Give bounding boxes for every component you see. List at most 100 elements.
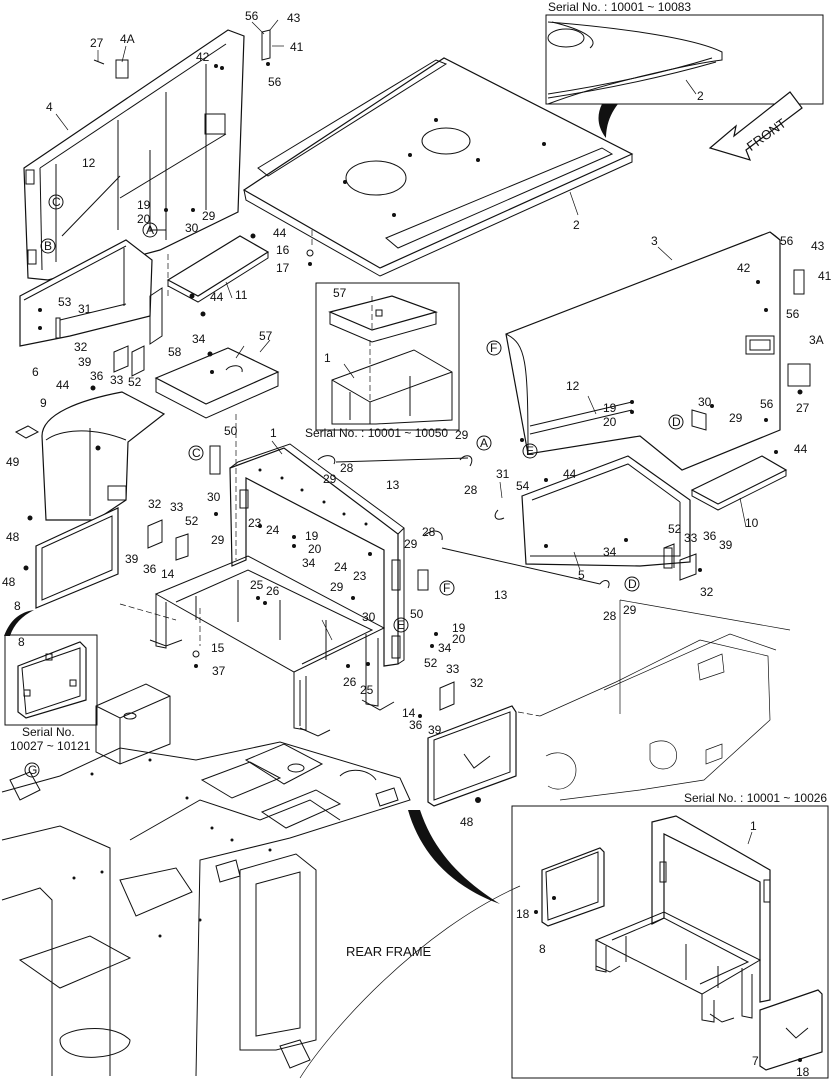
part-number: 49: [6, 455, 20, 469]
part-number: 56: [268, 75, 282, 89]
part-number: 25: [360, 683, 374, 697]
part-number-2: 2: [573, 218, 580, 232]
part-number: 32: [700, 585, 714, 599]
part-number: 48: [2, 575, 16, 589]
part-number: 33: [170, 500, 184, 514]
serial-note-top-right: Serial No. : 10001 ~ 10083: [548, 0, 691, 14]
rear-frame-structure: G: [1, 683, 411, 1077]
part-number: 16: [276, 243, 290, 257]
rear-frame-right: [539, 599, 791, 801]
part-number: 19: [137, 198, 151, 212]
part-number: 6: [32, 365, 39, 379]
part-number: 29: [211, 533, 225, 547]
part-number: 44: [273, 226, 287, 240]
part-number: 52: [668, 522, 682, 536]
part-number: 29: [404, 537, 418, 551]
part-number: 12: [82, 156, 96, 170]
part-number: 13: [386, 478, 400, 492]
part-number: 15: [211, 641, 225, 655]
part-number: 57: [259, 329, 273, 343]
part-number: 44: [210, 290, 224, 304]
rear-frame-label: REAR FRAME: [346, 944, 432, 959]
top-cover-panel: 2: [242, 57, 634, 277]
part-number: 24: [334, 560, 348, 574]
part-number: 44: [56, 378, 70, 392]
part-number: 42: [196, 50, 210, 64]
part-number: 17: [276, 261, 290, 275]
marker-e-2: E: [526, 444, 534, 458]
part-number: 24: [266, 523, 280, 537]
part-number: 1: [270, 426, 277, 440]
part-number: 50: [224, 424, 238, 438]
part-number: 48: [460, 815, 474, 829]
part-number: 18: [516, 907, 530, 921]
serial-note-left-1: Serial No.: [22, 725, 75, 739]
seat-cushion-57: [154, 347, 280, 419]
marker-b: B: [44, 239, 52, 253]
part-number: 34: [603, 545, 617, 559]
part-number: 52: [128, 375, 142, 389]
part-number: 19: [305, 529, 319, 543]
part-number: 32: [470, 676, 484, 690]
part-number: 39: [78, 355, 92, 369]
part-number: 57: [333, 286, 347, 300]
part-number: 20: [603, 415, 617, 429]
marker-c-1: C: [52, 195, 61, 209]
part-number: 26: [266, 584, 280, 598]
part-number: 1: [324, 351, 331, 365]
part-number: 23: [353, 569, 367, 583]
part-number: 36: [143, 562, 157, 576]
part-number: 33: [446, 662, 460, 676]
part-number: 33: [110, 373, 124, 387]
part-number: 31: [78, 302, 92, 316]
part-number: 30: [698, 395, 712, 409]
part-number: 53: [58, 295, 72, 309]
part-number: 56: [780, 234, 794, 248]
part-number: 37: [212, 664, 226, 678]
part-number: 52: [185, 514, 199, 528]
marker-g: G: [28, 763, 37, 777]
part-number: 8: [14, 599, 21, 613]
part-number: 30: [185, 221, 199, 235]
part-number: 3: [651, 234, 658, 248]
part-number: 10: [745, 516, 759, 530]
part-number: 9: [40, 396, 47, 410]
part-number: 44: [563, 467, 577, 481]
part-number: 48: [6, 530, 20, 544]
part-number: 28: [464, 483, 478, 497]
part-number: 39: [125, 552, 139, 566]
marker-d-1: D: [628, 577, 637, 591]
part-number-2-inset: 2: [697, 89, 704, 103]
main-frame-1: C E F: [149, 443, 455, 737]
front-arrow: FRONT: [708, 91, 803, 161]
part-number: 26: [343, 675, 357, 689]
part-number: 56: [786, 307, 800, 321]
left-door-assembly: C B A: [23, 29, 271, 281]
part-number: 4: [46, 100, 53, 114]
marker-a-2: A: [480, 436, 488, 450]
part-number: 52: [424, 656, 438, 670]
cables-13: [335, 457, 601, 585]
part-number: 34: [192, 332, 206, 346]
part-number: 29: [623, 603, 637, 617]
part-number: 14: [161, 567, 175, 581]
part-number: 31: [496, 467, 510, 481]
marker-f-2: F: [490, 341, 497, 355]
part-number: 1: [750, 819, 757, 833]
side-cover-9: [14, 391, 166, 521]
part-number: 28: [603, 609, 617, 623]
part-number: 56: [245, 9, 259, 23]
serial-note-middle: Serial No. : 10001 ~ 10050: [305, 426, 448, 440]
right-side-panel: [505, 231, 811, 471]
part-number: 19: [603, 401, 617, 415]
part-number: 5: [578, 568, 585, 582]
right-lower-panel: [521, 455, 691, 569]
support-plate-10: [690, 455, 788, 511]
part-number: 34: [302, 556, 316, 570]
part-number: 56: [760, 397, 774, 411]
filter-panel-8: [35, 507, 119, 609]
part-number: 44: [794, 442, 808, 456]
part-number: 3A: [809, 333, 824, 347]
part-number-labels: 56 43 41 56 42 27 4A 4 12 19 20 29 30 44…: [2, 9, 832, 1079]
